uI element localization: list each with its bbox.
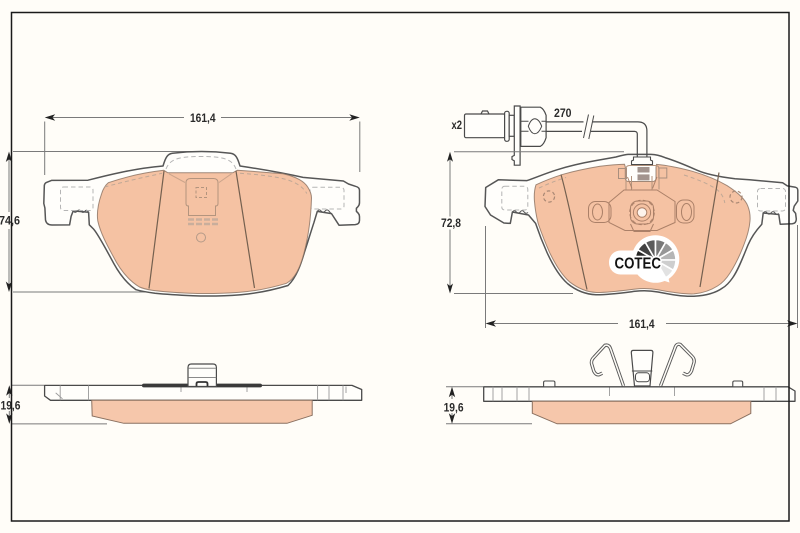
svg-text:72,8: 72,8 [441, 218, 462, 230]
svg-text:74,6: 74,6 [0, 216, 20, 228]
svg-text:19,6: 19,6 [1, 400, 21, 412]
svg-text:COTEC: COTEC [615, 255, 662, 272]
svg-text:161,4: 161,4 [629, 319, 655, 331]
svg-text:19,6: 19,6 [444, 402, 464, 414]
svg-text:161,4: 161,4 [190, 113, 216, 125]
svg-text:x2: x2 [452, 120, 463, 132]
svg-text:270: 270 [554, 108, 572, 120]
